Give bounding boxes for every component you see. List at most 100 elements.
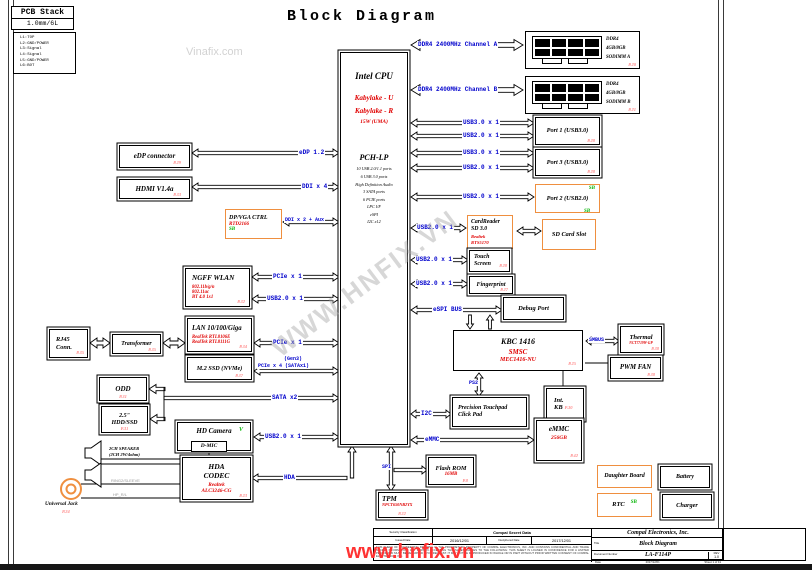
connector-arrow	[191, 148, 340, 158]
em mc-box: eMMC 256GB P.42	[536, 420, 582, 461]
pcb-stack-layers: L1:TOP L2:GND/POWER L3:Signal L4:Signal …	[13, 32, 76, 74]
lan-chip: RealTek RTL8111G	[192, 339, 230, 345]
pcb-layer: L1:TOP	[20, 36, 35, 41]
touch-screen-label2: Screen	[474, 261, 491, 267]
hdd-ssd-box: 2.5" HDD/SSD P.31	[101, 406, 148, 433]
touchpad-label1: Precision Touchpad	[458, 405, 508, 412]
date-label: Date	[595, 559, 601, 564]
kbc-box: KBC 1416 SMSC MEC1416-NU P.25	[453, 330, 583, 371]
hdmi-label: HDMI V1.4a	[135, 184, 174, 193]
cpu-gen1: Kabylake - U	[354, 94, 394, 103]
wlan-spec: 802.11b/g/n	[192, 284, 215, 290]
rtc-label: RTC	[612, 501, 625, 509]
internal-keyboard-label2: KB	[554, 404, 563, 411]
connector-arrow	[162, 337, 186, 349]
pch-feature: 3 SATA ports	[363, 189, 385, 195]
bus-label-pcie-wlan: PCIe x 1	[272, 273, 303, 280]
battery-box: Battery	[660, 466, 710, 488]
flash-rom-size: 16MB	[444, 471, 458, 477]
pcb-layer: L5:GND/POWER	[20, 58, 49, 63]
cardreader-label1: CardReader	[471, 219, 500, 226]
sb-flag: SB	[229, 227, 236, 233]
wire-label-ring-sleeve: RING2/SLEEVE	[110, 478, 141, 483]
page-ref: P.27	[500, 286, 508, 292]
document-number-value: LA-F114P	[644, 552, 671, 558]
security-classification-value: Compal Secret Data	[493, 530, 531, 535]
edp-connector-box: eDP connector P.29	[119, 145, 190, 168]
daughter-board-box: Daughter Board	[597, 465, 652, 488]
usb-port3-box: Port 3 (USB3.0) P.28	[535, 149, 600, 176]
legal-disclaimer: THIS SHEET OF ENGINEERING DRAWING IS THE…	[376, 545, 589, 559]
pch-feature: 6 USB 3.0 ports	[360, 173, 388, 179]
hda-codec-chip: ALC3246-CG	[201, 487, 232, 494]
hdd-label1: 2.5"	[119, 412, 130, 419]
daughter-board-label: Daughter Board	[604, 473, 645, 480]
pcb-layer: L6:BOT	[20, 64, 35, 69]
sodimm-b-type: DDR4	[606, 82, 619, 87]
cardreader-vendor: Realtek	[471, 234, 486, 240]
page-ref: P.35	[148, 346, 156, 352]
frame-line-left-outer	[8, 0, 9, 564]
bus-label-usb2-wlan: USB2.0 x 1	[266, 295, 305, 302]
internal-keyboard-label1: Int.	[554, 396, 564, 404]
usb-port3-label: Port 3 (USB3.0)	[546, 158, 589, 166]
m2-ssd-label: M.2 SSD (NVMe)	[196, 364, 243, 372]
hdmi-box: HDMI V1.4a P.33	[119, 179, 190, 199]
cpu-name: Intel CPU	[355, 71, 393, 81]
title-label: Title	[594, 541, 600, 545]
bus-label-emmc: eMMC	[424, 436, 441, 443]
bus-label-ps2: PS2	[468, 380, 480, 386]
cpu-tdp: 15W (UMA)	[360, 118, 388, 125]
cpu-gen2: Kabylake - R	[354, 106, 394, 115]
pcb-layer: L4:Signal	[20, 53, 42, 57]
v-flag: V	[238, 427, 243, 433]
lan-label: LAN 10/100/Giga	[192, 324, 242, 332]
page-ref: P.23	[239, 492, 247, 498]
dp-vga-ctrl-chip: RTD2166	[229, 221, 249, 227]
fingerprint-box: Fingerprint P.27	[469, 276, 513, 294]
dp-vga-ctrl-label: DP/VGA CTRL	[229, 214, 268, 221]
bus-label-usb2-port2: USB2.0 x 1	[462, 193, 501, 200]
page-ref: P.38	[647, 371, 655, 377]
page-ref: P.31	[120, 425, 129, 431]
m2-ssd-box: M.2 SSD (NVMe) P.37	[187, 357, 252, 380]
cardreader-label2: SD 3.0	[471, 225, 488, 232]
page-ref: P.32	[237, 298, 245, 304]
frame-line-left-inner	[13, 0, 14, 564]
kbc-vendor: SMSC	[508, 347, 528, 356]
bottom-edge-bar	[0, 564, 812, 570]
page-ref: P.21	[628, 106, 636, 112]
page-ref: P.42	[570, 452, 578, 458]
pch-feature: 10 USB 2.0/1.1 ports	[356, 166, 392, 172]
page-ref: P.37	[235, 372, 243, 378]
page-ref: P.34	[239, 343, 247, 349]
bus-label-usb2-fingerprint: USB2.0 x 1	[415, 280, 454, 287]
rev-label: REV	[713, 551, 720, 555]
wlan-spec: BT 4.0 1x1	[192, 295, 214, 301]
wlan-box: NGFF WLAN 802.11b/g/n 802.11ac BT 4.0 1x…	[185, 268, 250, 307]
bus-label-ddi-x4: DDI x 4	[301, 183, 329, 190]
speaker-icon	[84, 440, 102, 466]
document-number-label: Document Number	[594, 552, 618, 556]
pcb-stack-thickness-value: 1.0mm/6L	[26, 20, 59, 28]
connector-arrow	[251, 473, 348, 483]
usb-port2-label: Port 2 (USB2.0)	[546, 194, 589, 202]
emmc-size: 256GB	[551, 435, 567, 442]
battery-label: Battery	[676, 473, 694, 480]
kbc-chip: MEC1416-NU	[499, 356, 536, 363]
connector-arrow	[393, 465, 428, 475]
lan-chip: RealTek RTL8106E	[192, 334, 231, 340]
hda-codec-label1: HDA	[208, 462, 225, 472]
bus-label-usb2-camera: USB2.0 x 1	[264, 433, 303, 440]
wire-label-hp-rl: HP_R/L	[112, 492, 129, 497]
bus-label-ddr4-channel-b: DDR4 2400MHz Channel B	[417, 86, 499, 93]
sodimm-b-size: 4GB/8GB	[606, 91, 626, 97]
bus-label-spi: SPI	[381, 464, 393, 470]
title-block: Security Classification Compal Secret Da…	[373, 528, 724, 564]
lan-box: LAN 10/100/Giga RealTek RTL8106E RealTek…	[187, 318, 252, 352]
dimm-tab	[568, 104, 588, 109]
charger-box: Charger	[662, 494, 712, 518]
speaker-icon	[84, 462, 102, 488]
odd-box: ODD P.31	[99, 377, 147, 401]
